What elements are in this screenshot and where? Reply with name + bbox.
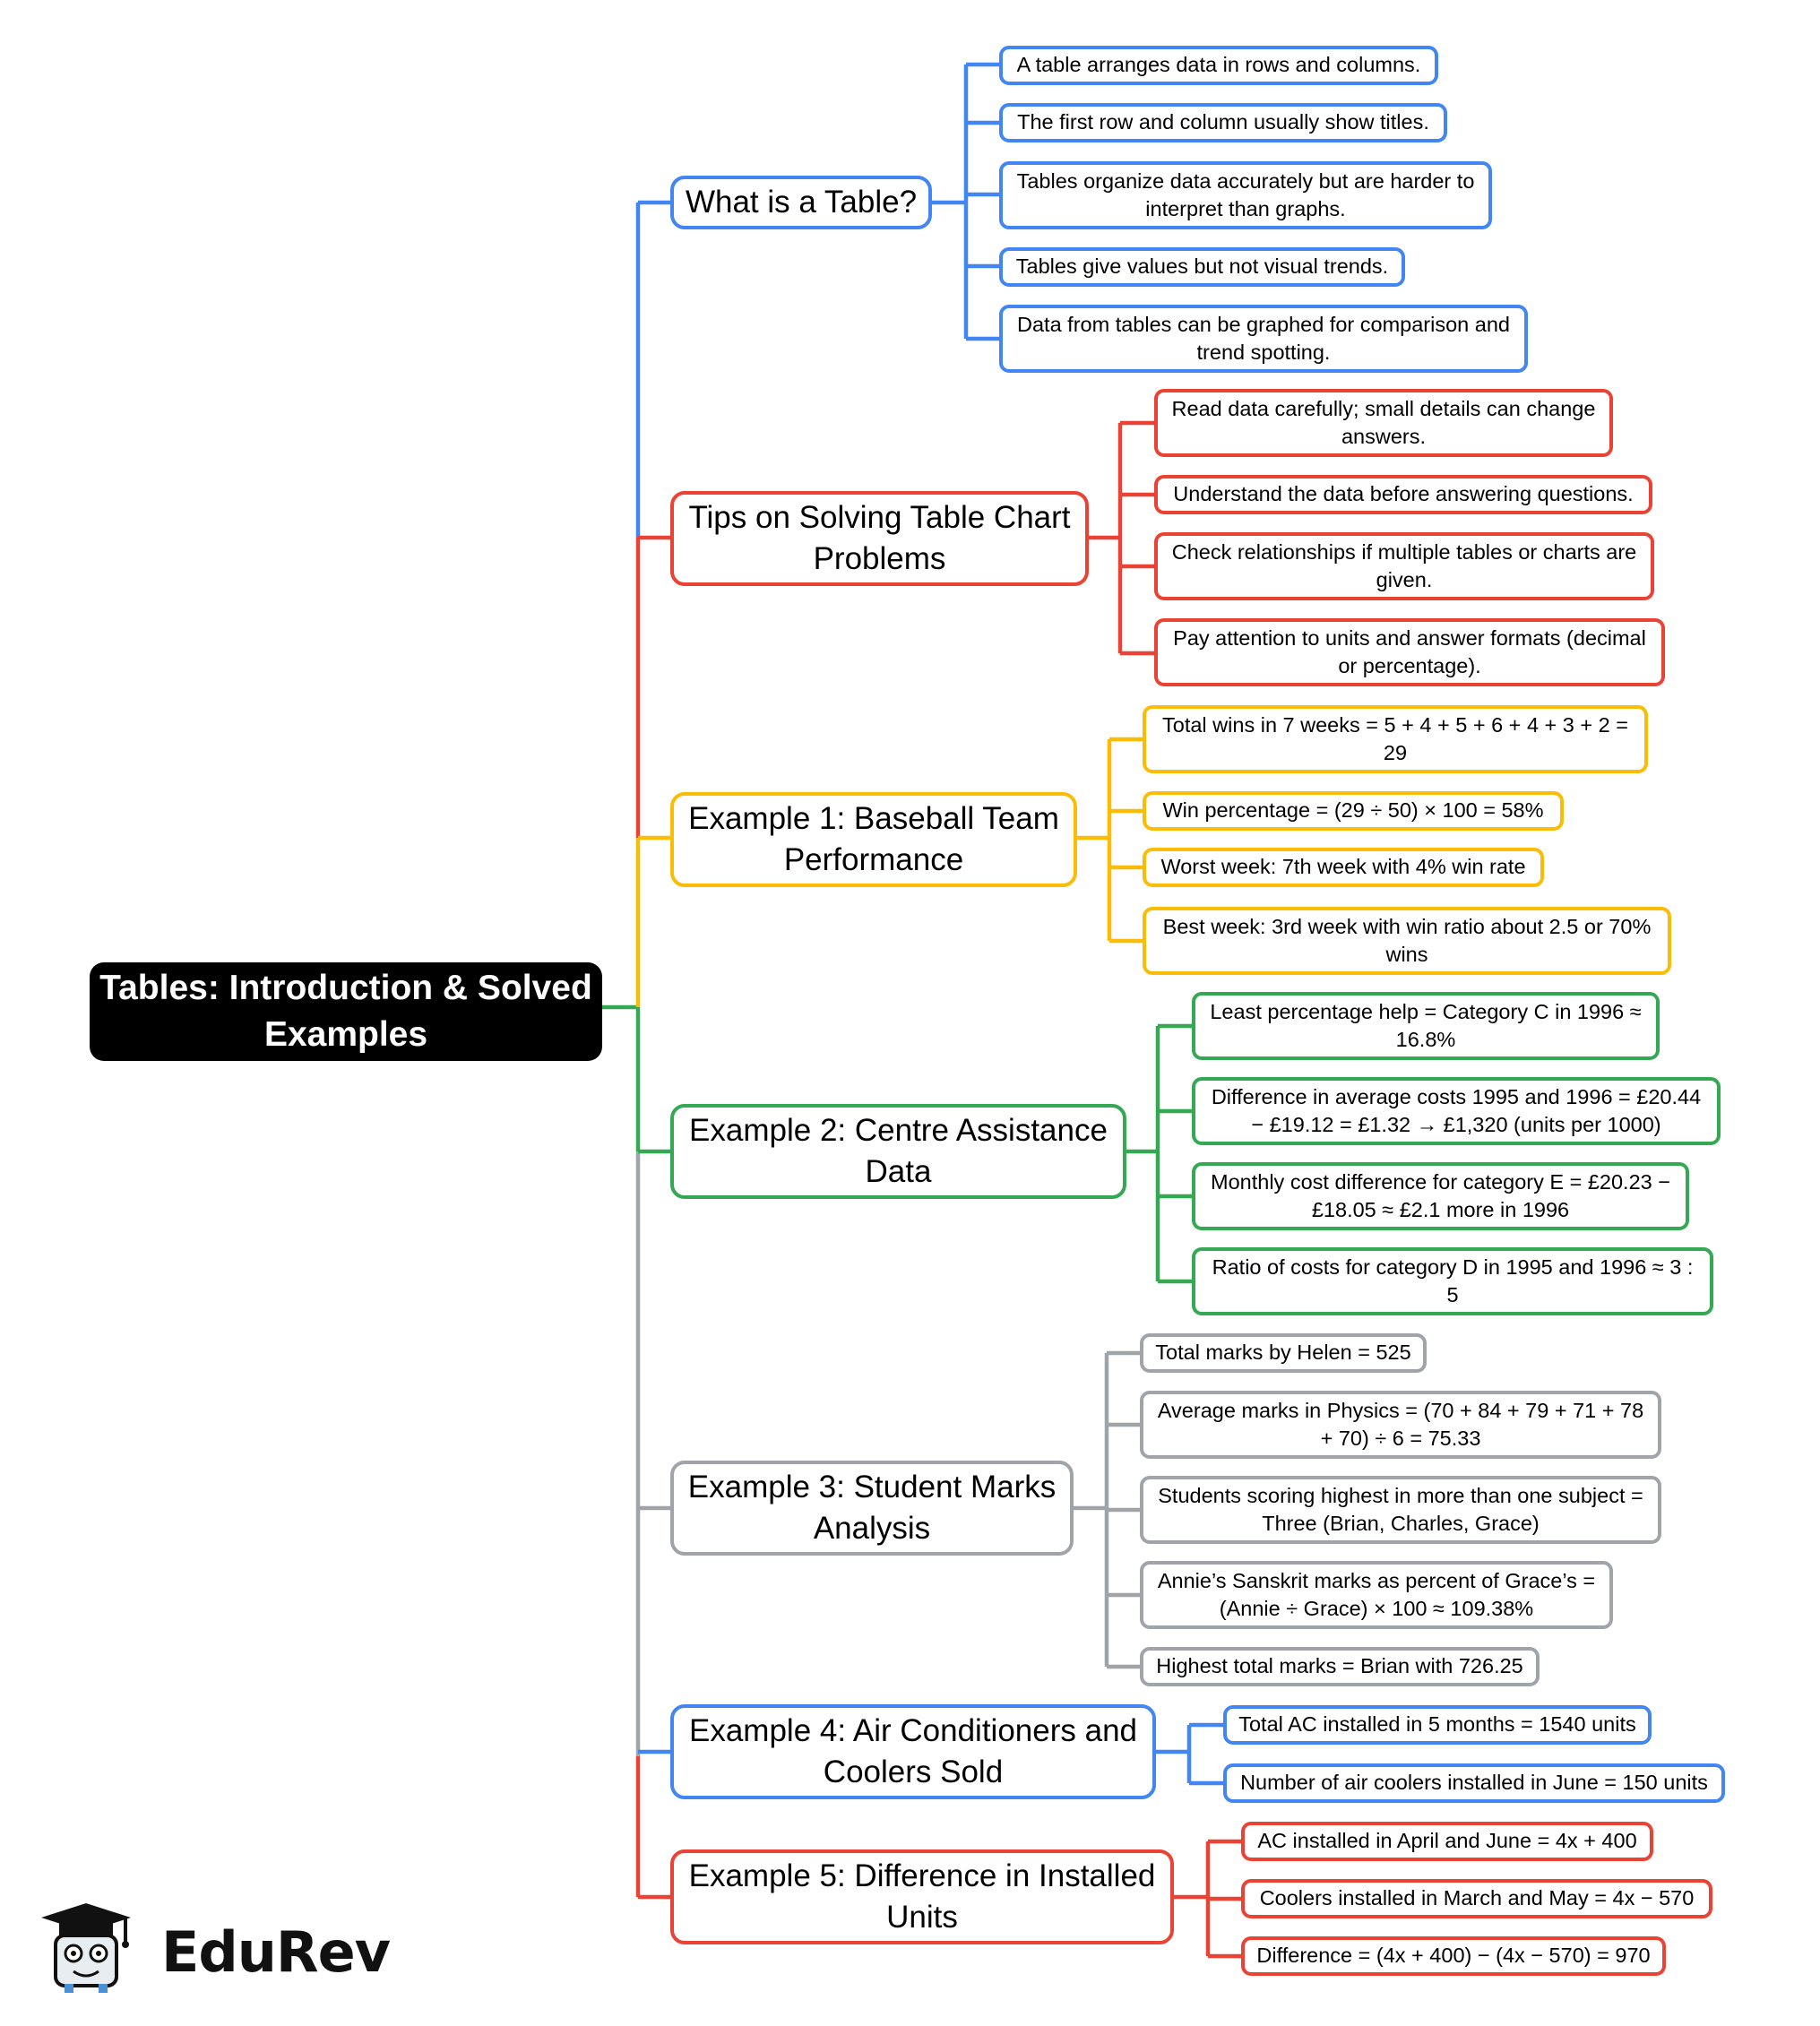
branch-example-4: Example 4: Air Conditioners and Coolers … [670,1704,1156,1799]
leaf-node: Number of air coolers installed in June … [1223,1763,1725,1803]
logo-text: EduRev [161,1919,391,1985]
leaf-node: Check relationships if multiple tables o… [1154,532,1654,600]
branch-example-5: Example 5: Difference in Installed Units [670,1849,1174,1944]
branch-example-2: Example 2: Centre Assistance Data [670,1104,1126,1199]
leaf-node: Highest total marks = Brian with 726.25 [1140,1647,1540,1686]
leaf-node: Total wins in 7 weeks = 5 + 4 + 5 + 6 + … [1143,705,1648,773]
leaf-node: Students scoring highest in more than on… [1140,1476,1661,1544]
branch-example-1: Example 1: Baseball Team Performance [670,792,1077,887]
root-topic: Tables: Introduction & Solved Examples [90,962,602,1061]
leaf-node: Monthly cost difference for category E =… [1192,1162,1689,1230]
branch-what-is-a-table: What is a Table? [670,176,932,229]
leaf-node: Total AC installed in 5 months = 1540 un… [1223,1705,1652,1745]
leaf-node: Coolers installed in March and May = 4x … [1241,1879,1712,1918]
leaf-node: Read data carefully; small details can c… [1154,389,1613,457]
leaf-node: Ratio of costs for category D in 1995 an… [1192,1247,1713,1315]
leaf-node: Least percentage help = Category C in 19… [1192,992,1660,1060]
leaf-node: The first row and column usually show ti… [999,103,1447,142]
leaf-node: Win percentage = (29 ÷ 50) × 100 = 58% [1143,791,1564,831]
leaf-node: Average marks in Physics = (70 + 84 + 79… [1140,1391,1661,1459]
leaf-node: Understand the data before answering que… [1154,475,1652,514]
root-title: Tables: Introduction & Solved Examples [99,969,592,1054]
leaf-node: AC installed in April and June = 4x + 40… [1241,1822,1653,1861]
leaf-node: Best week: 3rd week with win ratio about… [1143,907,1671,975]
branch-tips: Tips on Solving Table Chart Problems [670,491,1089,586]
leaf-node: Worst week: 7th week with 4% win rate [1143,848,1544,887]
leaf-node: Annie’s Sanskrit marks as percent of Gra… [1140,1561,1613,1629]
graduation-cap-mascot-icon [41,1903,131,1993]
leaf-node: Data from tables can be graphed for comp… [999,305,1528,373]
leaf-node: A table arranges data in rows and column… [999,46,1438,85]
leaf-node: Tables organize data accurately but are … [999,161,1492,229]
leaf-node: Difference in average costs 1995 and 199… [1192,1077,1721,1145]
leaf-node: Difference = (4x + 400) − (4x − 570) = 9… [1241,1936,1666,1976]
leaf-node: Tables give values but not visual trends… [999,247,1405,287]
leaf-node: Total marks by Helen = 525 [1140,1333,1427,1373]
branch-example-3: Example 3: Student Marks Analysis [670,1461,1074,1556]
leaf-node: Pay attention to units and answer format… [1154,618,1665,686]
edurev-logo: EduRev [27,1892,391,2000]
